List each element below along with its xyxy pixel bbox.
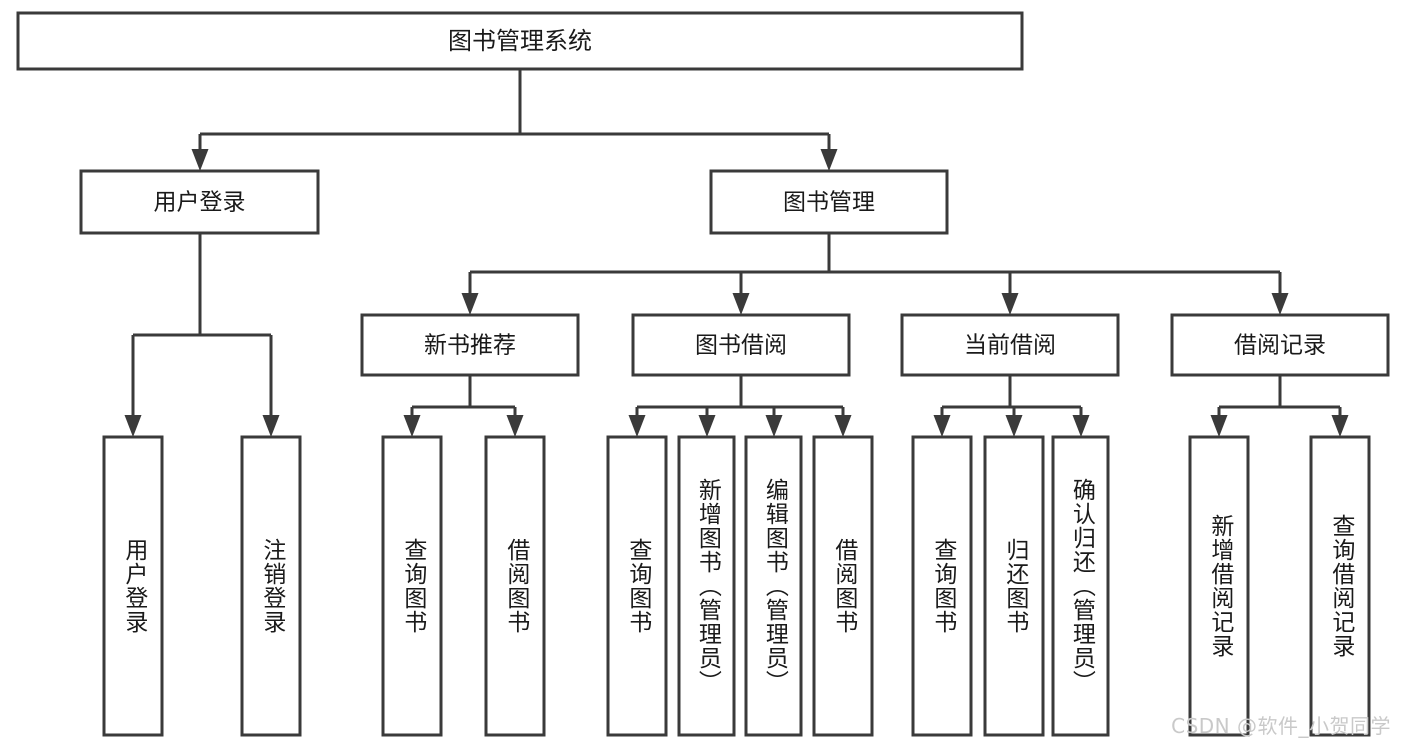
node-box-leaf-return-book[interactable] bbox=[983, 435, 1045, 737]
node-box-leaf-borrow-book-nb[interactable] bbox=[484, 435, 546, 737]
node-label-new-book-recommend: 新书推荐 bbox=[424, 333, 516, 359]
arrow-head-current-borrow bbox=[1001, 293, 1019, 315]
node-box-leaf-logout-login[interactable] bbox=[240, 435, 302, 737]
arrow-head-leaf-add-record bbox=[1210, 415, 1228, 437]
node-label-book-management: 图书管理 bbox=[783, 190, 875, 216]
connector-layer bbox=[124, 69, 1349, 437]
node-label-user-login: 用户登录 bbox=[154, 190, 246, 216]
node-box-layer bbox=[16, 11, 1390, 737]
node-box-leaf-add-book[interactable] bbox=[677, 435, 736, 737]
arrow-head-leaf-return-book bbox=[1005, 415, 1023, 437]
node-box-leaf-add-record[interactable] bbox=[1188, 435, 1250, 737]
node-label-borrow-record: 借阅记录 bbox=[1234, 333, 1326, 359]
arrow-head-leaf-edit-book bbox=[765, 415, 783, 437]
arrow-head-leaf-query-record bbox=[1331, 415, 1349, 437]
arrow-head-new-book-recommend bbox=[461, 293, 479, 315]
node-box-leaf-borrow-book-bb[interactable] bbox=[812, 435, 874, 737]
node-label-current-borrow: 当前借阅 bbox=[964, 333, 1056, 359]
node-box-user-login[interactable] bbox=[79, 169, 320, 235]
arrow-head-leaf-borrow-book-bb bbox=[834, 415, 852, 437]
node-box-borrow-record[interactable] bbox=[1170, 313, 1390, 377]
node-box-new-book-recommend[interactable] bbox=[360, 313, 580, 377]
node-box-leaf-query-book-nb[interactable] bbox=[381, 435, 443, 737]
arrow-head-leaf-borrow-book-nb bbox=[506, 415, 524, 437]
node-box-leaf-user-login[interactable] bbox=[102, 435, 164, 737]
arrow-head-borrow-record bbox=[1271, 293, 1289, 315]
node-box-book-management[interactable] bbox=[709, 169, 949, 235]
arrow-head-book-management bbox=[820, 149, 838, 171]
arrow-head-user-login bbox=[191, 149, 209, 171]
arrow-head-leaf-logout-login bbox=[262, 415, 280, 437]
arrow-head-book-borrow bbox=[732, 293, 750, 315]
arrow-head-leaf-query-book-cb bbox=[933, 415, 951, 437]
node-box-current-borrow[interactable] bbox=[900, 313, 1120, 377]
arrow-head-leaf-query-book-bb bbox=[628, 415, 646, 437]
node-label-root: 图书管理系统 bbox=[448, 27, 592, 55]
arrow-head-leaf-confirm-return bbox=[1072, 415, 1090, 437]
arrow-head-leaf-add-book bbox=[698, 415, 716, 437]
node-box-root[interactable] bbox=[16, 11, 1024, 71]
node-box-leaf-query-book-bb[interactable] bbox=[606, 435, 668, 737]
node-box-leaf-query-record[interactable] bbox=[1309, 435, 1371, 737]
watermark-text: CSDN @软件_小贺同学 bbox=[1171, 714, 1391, 738]
node-box-book-borrow[interactable] bbox=[631, 313, 851, 377]
arrow-head-leaf-user-login bbox=[124, 415, 142, 437]
node-label-book-borrow: 图书借阅 bbox=[695, 333, 787, 359]
node-box-leaf-confirm-return[interactable] bbox=[1051, 435, 1110, 737]
node-box-leaf-edit-book[interactable] bbox=[744, 435, 803, 737]
node-box-leaf-query-book-cb[interactable] bbox=[911, 435, 973, 737]
arrow-head-leaf-query-book-nb bbox=[403, 415, 421, 437]
